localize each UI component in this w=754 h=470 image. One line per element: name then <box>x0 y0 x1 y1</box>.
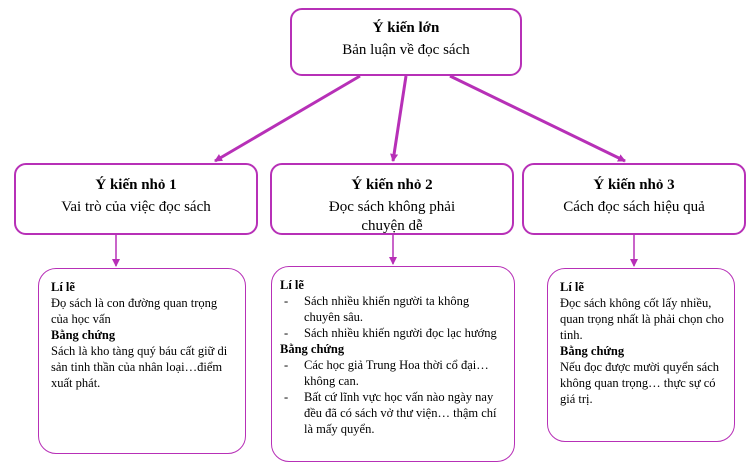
main-idea-title: Ý kiến lớn <box>372 20 440 36</box>
detail-box-1: Lí lẽ Đọ sách là con đường quan trọng củ… <box>38 268 246 454</box>
main-idea-box: Ý kiến lớn Bản luận về đọc sách <box>290 8 522 76</box>
evidence-text: Sách là kho tàng quý báu cất giữ di sản … <box>51 344 228 390</box>
sub-idea-3-title: Ý kiến nhỏ 3 <box>593 177 675 193</box>
sub-idea-3-box: Ý kiến nhỏ 3 Cách đọc sách hiệu quả <box>522 163 746 235</box>
evidence-text: Nếu đọc được mười quyển sách không quan … <box>560 360 720 406</box>
reason-text: Đọc sách không cốt lấy nhiều, quan trọng… <box>560 296 724 342</box>
arrow-to-sub2 <box>390 75 408 162</box>
evidence-label: Bằng chứng <box>51 328 116 342</box>
reason-label: Lí lẽ <box>51 280 75 294</box>
sub-idea-2-title: Ý kiến nhỏ 2 <box>351 177 433 193</box>
sub-idea-1-box: Ý kiến nhỏ 1 Vai trò của việc đọc sách <box>14 163 258 235</box>
detail-box-3: Lí lẽ Đọc sách không cốt lấy nhiều, quan… <box>547 268 735 442</box>
sub-idea-2-desc: Đọc sách không phải chuyện dễ <box>328 199 456 234</box>
main-idea-desc: Bản luận về đọc sách <box>342 42 470 58</box>
reason-item: Sách nhiều khiến người đọc lạc hướng <box>280 325 504 341</box>
sub-idea-1-desc: Vai trò của việc đọc sách <box>61 199 211 215</box>
detail-box-2: Lí lẽ Sách nhiều khiến người ta không ch… <box>271 266 515 462</box>
arrow-to-sub3 <box>449 74 626 163</box>
sub-idea-2-box: Ý kiến nhỏ 2 Đọc sách không phải chuyện … <box>270 163 514 235</box>
evidence-item: Các học giả Trung Hoa thời cổ đại…không … <box>280 357 504 389</box>
sub-idea-3-desc: Cách đọc sách hiệu quả <box>563 199 705 215</box>
arrow-to-sub1 <box>214 74 361 163</box>
reason-label: Lí lẽ <box>560 280 584 294</box>
evidence-label: Bằng chứng <box>560 344 625 358</box>
reason-label: Lí lẽ <box>280 278 304 292</box>
reason-item: Sách nhiều khiến người ta không chuyên s… <box>280 293 504 325</box>
evidence-item: Bất cứ lĩnh vực học vấn nào ngày nay đều… <box>280 389 504 437</box>
sub-idea-1-title: Ý kiến nhỏ 1 <box>95 177 177 193</box>
evidence-label: Bằng chứng <box>280 342 345 356</box>
reason-text: Đọ sách là con đường quan trọng của học … <box>51 296 218 326</box>
